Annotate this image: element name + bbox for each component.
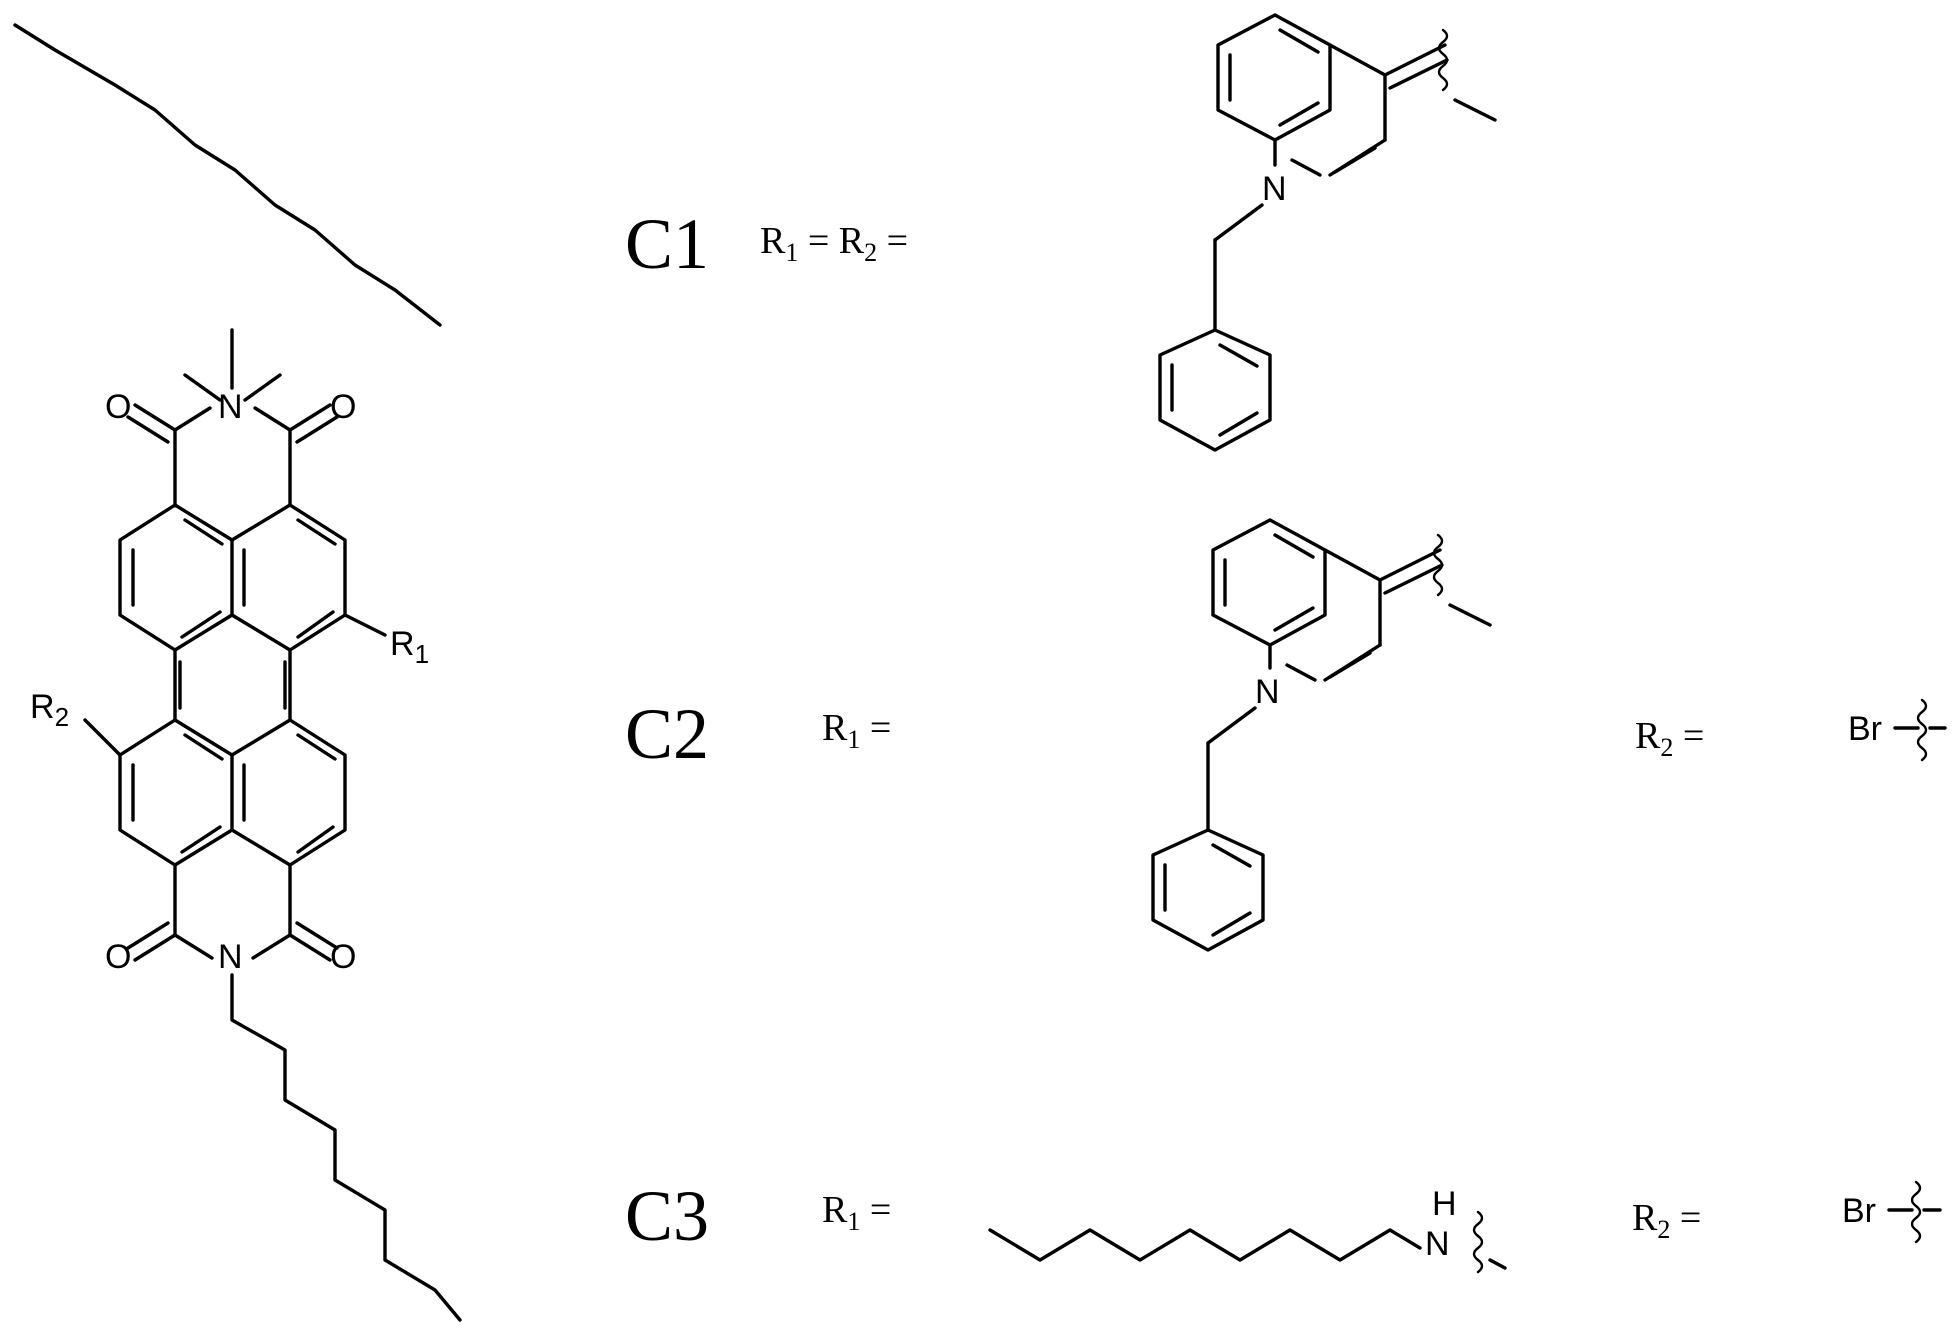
bond bbox=[1453, 98, 1497, 122]
benzyl-bond bbox=[1213, 203, 1264, 242]
ring bbox=[118, 718, 234, 867]
c3-octylamine-substituent: N H bbox=[988, 1185, 1507, 1274]
c1-definition: R1 = R2 = bbox=[760, 220, 908, 267]
double-bond bbox=[296, 518, 337, 546]
atom-o-bottom-right: O bbox=[330, 938, 356, 976]
atom-n-top: N bbox=[218, 388, 243, 426]
wavy-attachment-icon bbox=[1910, 1180, 1922, 1244]
bond bbox=[243, 373, 282, 402]
bond bbox=[1488, 1258, 1507, 1270]
c2-quinoline-substituent: N bbox=[1151, 518, 1492, 952]
bond bbox=[1285, 663, 1317, 682]
compound-label-c1: C1 bbox=[625, 204, 709, 284]
ring bbox=[230, 718, 347, 867]
carbonyl-bond bbox=[295, 921, 339, 950]
c3-r1-definition: R1 = bbox=[822, 1189, 891, 1236]
double-bond bbox=[1278, 28, 1320, 54]
compound-label-c2: C2 bbox=[625, 694, 709, 774]
benzyl-ring bbox=[1151, 828, 1265, 952]
c2-r2-definition: R2 = bbox=[1635, 715, 1704, 762]
double-bond bbox=[1218, 411, 1259, 437]
double-bond bbox=[296, 610, 335, 639]
double-bond bbox=[296, 733, 337, 761]
r2-label: R2 bbox=[30, 688, 69, 732]
ring bbox=[118, 503, 234, 652]
c3-r2-definition: R2 = bbox=[1632, 1197, 1701, 1244]
c2-bromo-substituent: Br bbox=[1848, 698, 1947, 762]
double-bond bbox=[296, 825, 335, 854]
exo-double-bond bbox=[1378, 548, 1442, 582]
carbonyl-bond bbox=[133, 403, 177, 432]
bond bbox=[1328, 43, 1387, 77]
carbonyl-bond bbox=[133, 933, 177, 962]
wavy-attachment-icon bbox=[1472, 1210, 1484, 1274]
double-bond bbox=[1218, 343, 1259, 368]
ring bbox=[1211, 518, 1327, 647]
double-bond bbox=[183, 518, 224, 546]
atom-n-c3: N bbox=[1425, 1225, 1450, 1263]
atom-br-c3: Br bbox=[1842, 1192, 1876, 1230]
r2-bond bbox=[83, 718, 122, 757]
carbonyl-bond bbox=[126, 921, 170, 950]
bond bbox=[1290, 158, 1322, 177]
carbonyl-bond bbox=[288, 403, 332, 432]
ring bbox=[230, 503, 347, 652]
exo-double-bond bbox=[1383, 563, 1444, 595]
double-bond bbox=[180, 610, 222, 639]
atom-o-top-right: O bbox=[330, 388, 356, 426]
bottom-octyl-chain bbox=[230, 973, 462, 1322]
carbonyl-bond bbox=[288, 933, 332, 962]
c2-r1-definition: R1 = bbox=[822, 707, 891, 754]
double-bond bbox=[1278, 101, 1320, 127]
octyl-chain bbox=[988, 1228, 1422, 1262]
double-bond bbox=[1328, 651, 1372, 679]
bond bbox=[173, 933, 214, 960]
exo-double-bond bbox=[1388, 58, 1449, 90]
atom-o-top-left: O bbox=[105, 388, 131, 426]
c3-bromo-substituent: Br bbox=[1842, 1180, 1942, 1244]
carbonyl-bond bbox=[126, 415, 170, 444]
double-bond bbox=[1333, 146, 1377, 174]
exo-double-bond bbox=[1383, 43, 1447, 77]
wavy-attachment-icon bbox=[1432, 533, 1444, 597]
atom-n-c2: N bbox=[1255, 673, 1280, 711]
atom-n-bottom: N bbox=[218, 938, 243, 976]
bond bbox=[253, 406, 292, 432]
atom-br-c2: Br bbox=[1848, 710, 1882, 748]
r1-label: R1 bbox=[390, 625, 429, 669]
double-bond bbox=[1273, 533, 1315, 559]
double-bond bbox=[1273, 606, 1315, 632]
bond bbox=[183, 373, 222, 402]
compound-label-c3: C3 bbox=[625, 1176, 709, 1256]
double-bond bbox=[180, 825, 222, 854]
bond bbox=[1323, 548, 1382, 582]
wavy-attachment-icon bbox=[1916, 698, 1928, 762]
top-octyl-chain bbox=[13, 23, 442, 327]
r1-bond bbox=[343, 613, 387, 637]
wavy-attachment-icon bbox=[1437, 28, 1449, 92]
double-bond bbox=[1211, 911, 1252, 937]
atom-h-c3: H bbox=[1432, 1185, 1457, 1223]
double-bond bbox=[183, 733, 224, 761]
benzyl-ring bbox=[1158, 328, 1272, 452]
bond bbox=[251, 933, 292, 960]
bond bbox=[1448, 603, 1492, 627]
atom-o-bottom-left: O bbox=[105, 938, 131, 976]
double-bond bbox=[1211, 843, 1252, 868]
perylene-diimide-core: N O O N O O R1 R2 bbox=[13, 23, 462, 1322]
atom-n-c1: N bbox=[1262, 170, 1287, 208]
carbonyl-bond bbox=[295, 415, 339, 444]
benzyl-bond bbox=[1206, 706, 1257, 745]
ring bbox=[1216, 13, 1332, 142]
c1-quinoline-substituent: N bbox=[1158, 13, 1497, 452]
bond bbox=[173, 406, 212, 432]
